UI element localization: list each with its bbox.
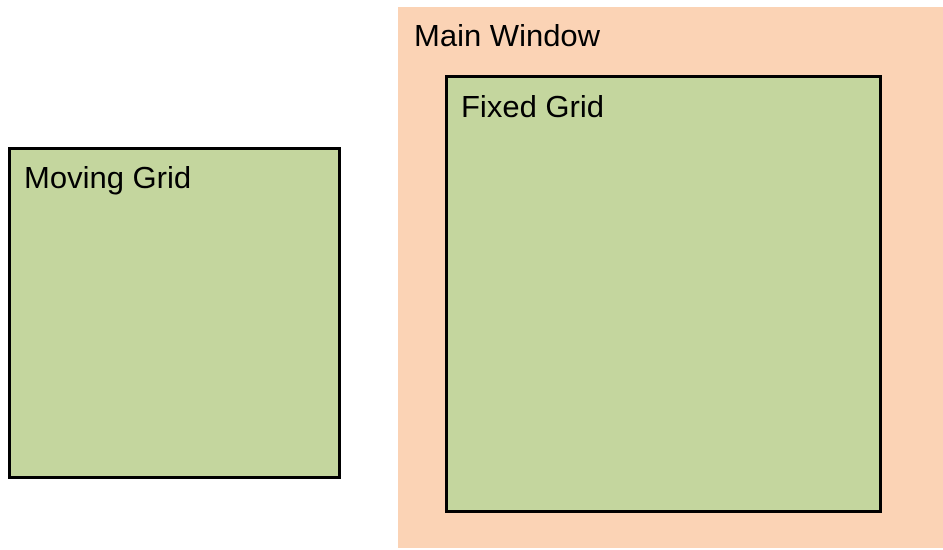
moving-grid-box xyxy=(8,147,341,479)
moving-grid-label: Moving Grid xyxy=(24,160,192,195)
main-window-label: Main Window xyxy=(414,18,601,53)
fixed-grid-box xyxy=(445,75,882,513)
fixed-grid-label: Fixed Grid xyxy=(461,89,604,124)
